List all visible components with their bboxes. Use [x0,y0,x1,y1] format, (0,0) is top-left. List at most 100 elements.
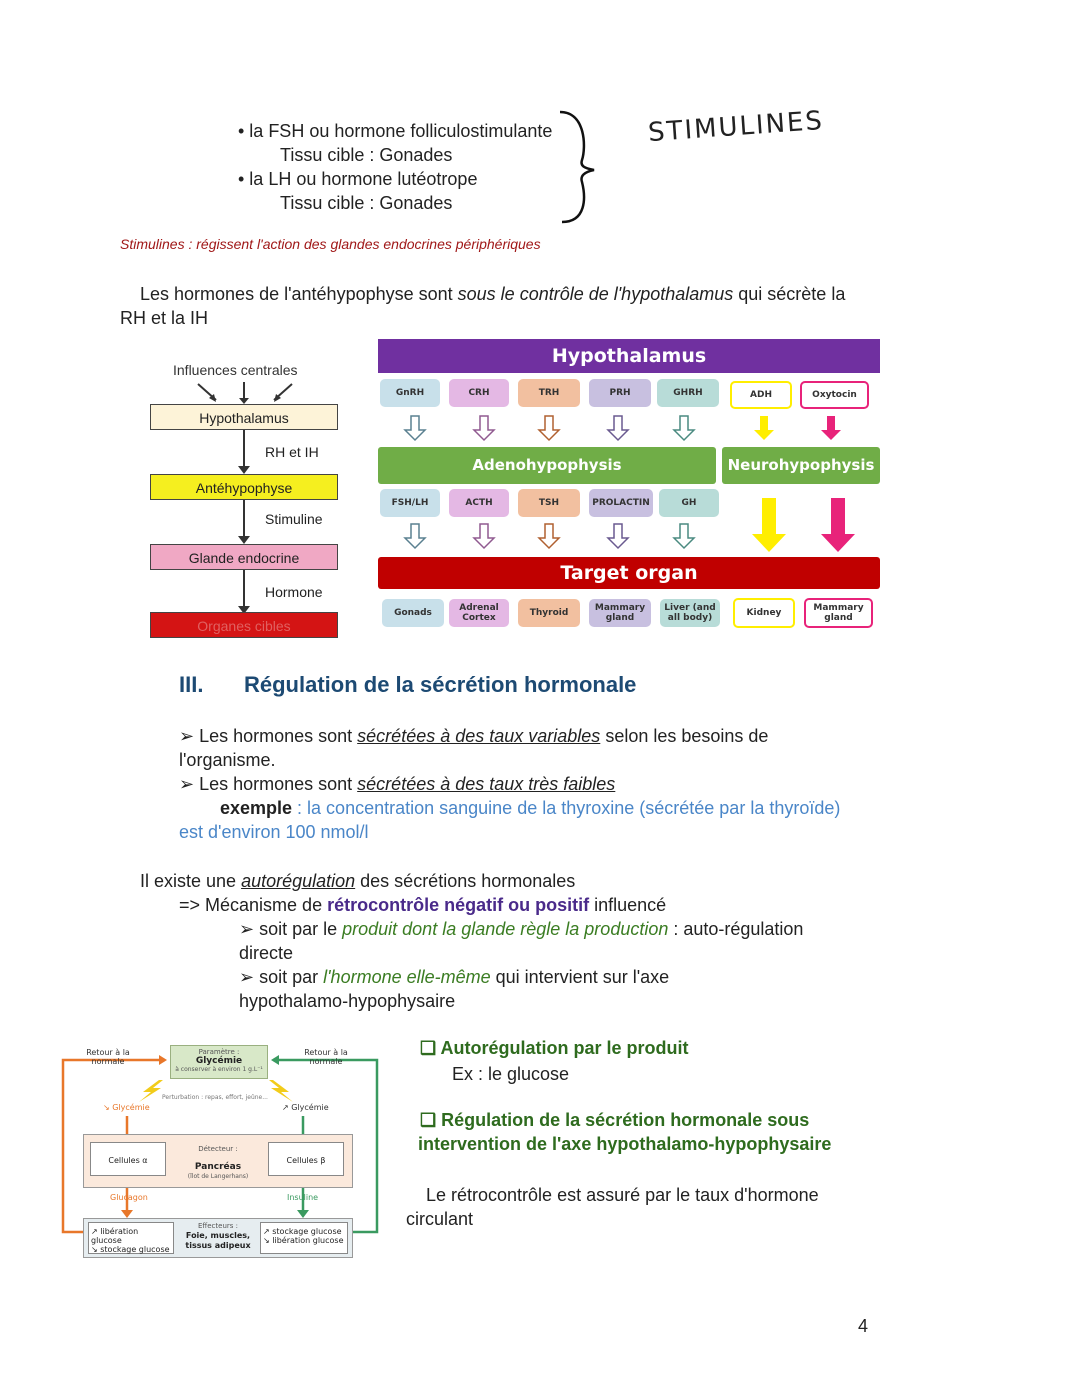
section-number: III. [179,672,204,697]
chart-bar-neurohypophysis: Neurohypophysis [722,447,880,484]
arrow-down-icon [537,415,561,442]
stimulines-note: Stimulines : régissent l'action des glan… [120,236,541,252]
effectors-label: Effecteurs : [198,1222,238,1230]
arrow-down-icon [606,415,630,442]
heading-product-autoregulation: ❑ Autorégulation par le produit [420,1038,689,1058]
flow-influences: Influences centrales [173,362,298,378]
bullet-product-cont: directe [239,943,294,963]
retrocontrole-text-cont: circulant [406,1209,474,1229]
arrows-row-2 [403,498,855,552]
retour-normale-left: Retour à la normale [86,1048,130,1066]
effector-right-box: ↗ stockage glucose ↘ libération glucose [260,1222,348,1254]
retour-normale-right: Retour à la normale [304,1048,348,1066]
flow-line [243,570,245,606]
arrow-down-icon [821,498,855,552]
arrow-down-icon [238,466,250,474]
pill-gh: GH [659,489,719,517]
effector-left-box: ↗ libération glucose ↘ stockage glucose [88,1222,174,1254]
arrow-down-icon [754,416,774,440]
example-thyroxine: exemple : la concentration sanguine de l… [220,798,841,818]
retrocontrole-text: Le rétrocontrôle est assuré par le taux … [426,1185,819,1205]
arrow-down-icon [672,415,696,442]
glucagon-label: Glucagon [110,1193,148,1202]
page-number: 4 [858,1316,869,1336]
pill-crh: CRH [449,379,509,407]
bullet-hormone-cont: hypothalamo-hypophysaire [239,991,456,1011]
bullet-product: ➢ soit par le produit dont la glande règ… [239,919,804,939]
pill-ghrh: GHRH [657,379,719,407]
insuline-label: Insuline [287,1193,319,1202]
arrow-down-icon [821,416,841,440]
mechanism-line: => Mécanisme de rétrocontrôle négatif ou… [179,895,667,915]
chart-bar-adenohypophysis: Adenohypophysis [378,447,716,484]
arrow-down-icon [472,415,496,442]
arrow-down-icon [752,498,786,552]
arrow-down-icon [672,523,696,550]
flow-line [243,500,245,536]
pill-liver: Liver (and all body) [660,599,720,627]
flow-box-glande: Glande endocrine [150,544,338,570]
pill-prh: PRH [589,379,651,407]
bullet-low-rates: ➢ Les hormones sont sécrétées à des taux… [179,774,616,794]
perturbation-label: Perturbation : repas, effort, jeûne... [162,1094,268,1101]
chart-bar-target: Target organ [378,557,880,589]
list-item-fsh: • la FSH ou hormone folliculostimulante [238,121,553,141]
list-item-lh-target: Tissu cible : Gonades [280,193,453,213]
flow-box-hypothalamus: Hypothalamus [150,404,338,430]
pill-oxytocin: Oxytocin [800,381,869,409]
pill-thyroid: Thyroid [518,599,580,627]
example-thyroxine-cont: est d'environ 100 nmol/l [179,822,369,842]
lightning-icon [139,1080,163,1102]
pill-mammary: Mammary gland [589,599,651,627]
paragraph-hypothalamus: Les hormones de l'antéhypophyse sont sou… [140,284,846,304]
arrow-down-icon [472,523,496,550]
arrow-down-icon [238,536,250,544]
bullet-variable-rates-cont: l'organisme. [179,750,276,770]
flow-box-organes: Organes cibles [150,612,338,638]
arrows-row-1 [403,415,841,442]
flow-label-stimuline: Stimuline [265,511,323,527]
pill-gnrh: GnRH [380,379,440,407]
pill-tsh: TSH [518,489,580,517]
converging-arrows-icon [197,382,293,404]
pill-prolactin: PROLACTIN [589,489,653,517]
pill-trh: TRH [518,379,580,407]
flow-line [243,430,245,466]
glycemia-param-box: Paramètre : Glycémie à conserver à envir… [170,1045,268,1079]
arrow-down-icon [537,523,561,550]
effectors-organs: Foie, muscles, tissus adipeux [185,1231,251,1250]
flow-box-antehypophyse: Antéhypophyse [150,474,338,500]
flow-label-hormone: Hormone [265,584,323,600]
heading-axis-regulation: ❑ Régulation de la sécrétion hormonale s… [420,1110,810,1130]
pill-adh: ADH [730,381,792,409]
pill-mammary-neuro: Mammary gland [804,598,873,628]
list-item-fsh-target: Tissu cible : Gonades [280,145,453,165]
cells-alpha-box: Cellules α [90,1142,166,1176]
lightning-icon [269,1080,293,1102]
pill-kidney: Kidney [733,598,795,628]
autoregulation-line: Il existe une autorégulation des sécréti… [140,871,576,891]
handwritten-stimulines: STIMULINES [647,105,825,149]
paragraph-rh-ih: RH et la IH [120,308,209,328]
detector-label: Détecteur : [198,1145,238,1153]
brace-icon [559,110,595,224]
chart-bar-hypothalamus: Hypothalamus [378,339,880,373]
bullet-hormone: ➢ soit par l'hormone elle-même qui inter… [239,967,670,987]
detector-pancreas: Pancréas [194,1162,242,1172]
heading-axis-regulation-cont: intervention de l'axe hypothalamo-hypoph… [418,1134,832,1154]
section-title: Régulation de la sécrétion hormonale [244,672,637,697]
pill-adrenal: Adrenal Cortex [449,599,509,627]
arrow-down-icon [238,606,250,614]
detector-sub: (îlot de Langerhans) [187,1173,249,1180]
cells-beta-box: Cellules β [268,1142,344,1176]
flow-label-rh-ih: RH et IH [265,444,319,460]
glycemie-up: ↗ Glycémie [282,1103,329,1112]
arrow-down-icon [606,523,630,550]
pill-gonads: Gonads [382,599,444,627]
pill-acth: ACTH [449,489,509,517]
list-item-lh: • la LH ou hormone lutéotrope [238,169,478,189]
bullet-variable-rates: ➢ Les hormones sont sécrétées à des taux… [179,726,769,746]
arrow-down-icon [403,415,427,442]
example-glucose: Ex : le glucose [452,1064,570,1084]
pill-fsh-lh: FSH/LH [380,489,440,517]
